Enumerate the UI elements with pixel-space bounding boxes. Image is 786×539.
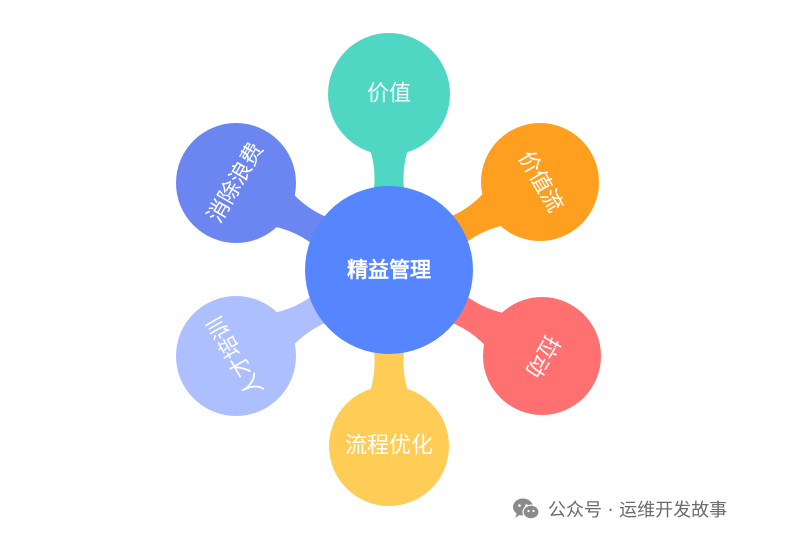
node-circle-talent-training <box>176 296 296 416</box>
node-circle-pull <box>483 297 601 415</box>
node-circle-value-stream <box>481 123 599 241</box>
node-circle-eliminate-waste <box>176 123 296 243</box>
center-circle <box>305 186 473 354</box>
node-circle-value <box>328 33 450 155</box>
node-value: 价值 <box>328 33 450 155</box>
connector-value <box>367 141 411 200</box>
node-talent-training: 人才培训 <box>176 296 296 416</box>
node-pull: 拉动 <box>483 297 601 415</box>
node-circle-process-optimization <box>329 386 449 506</box>
center-node: 精益管理 <box>305 186 473 354</box>
node-process-optimization: 流程优化 <box>329 386 449 506</box>
node-label-process-optimization: 流程优化 <box>345 434 433 459</box>
watermark: 公众号 · 运维开发故事 <box>512 494 727 524</box>
center-label: 精益管理 <box>347 258 431 282</box>
node-value-stream: 价值流 <box>481 123 599 241</box>
node-eliminate-waste: 消除浪费 <box>176 123 296 243</box>
connector-process-optimization <box>367 340 411 400</box>
watermark-text: 公众号 · 运维开发故事 <box>548 500 728 521</box>
node-label-value: 价值 <box>367 82 411 107</box>
wechat-icon <box>513 498 540 520</box>
